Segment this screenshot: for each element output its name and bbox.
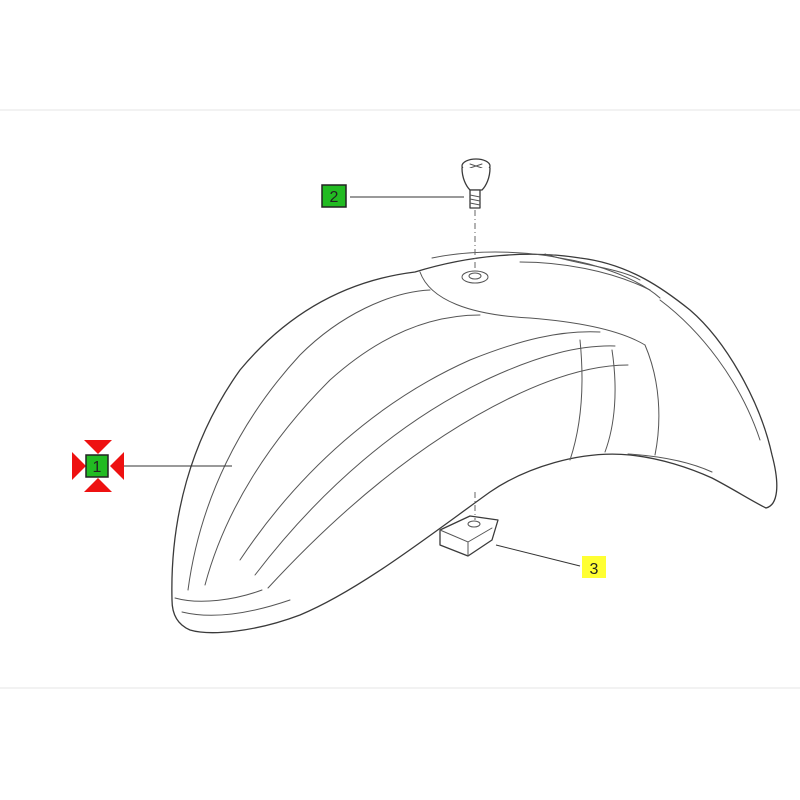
callout-box-3[interactable]	[582, 556, 606, 578]
selection-arrow-top-icon	[84, 440, 112, 454]
screw-part[interactable]	[461, 158, 491, 209]
callout-box-2[interactable]	[321, 184, 347, 208]
front-fender-part[interactable]	[171, 251, 778, 634]
leader-line-3	[495, 544, 581, 567]
callout-label-2: 2	[330, 189, 339, 206]
callout-1[interactable]: 1	[72, 440, 124, 492]
callout-label-1: 1	[93, 459, 102, 476]
selection-arrow-bottom-icon	[84, 478, 112, 492]
selection-arrow-right-icon	[110, 452, 124, 480]
selection-arrow-left-icon	[72, 452, 86, 480]
callout-2[interactable]: 2	[321, 184, 347, 208]
callout-3[interactable]: 3	[582, 556, 606, 578]
callout-label-3: 3	[590, 561, 599, 578]
clip-nut-part[interactable]	[439, 515, 499, 557]
callout-box-1[interactable]	[85, 454, 109, 478]
